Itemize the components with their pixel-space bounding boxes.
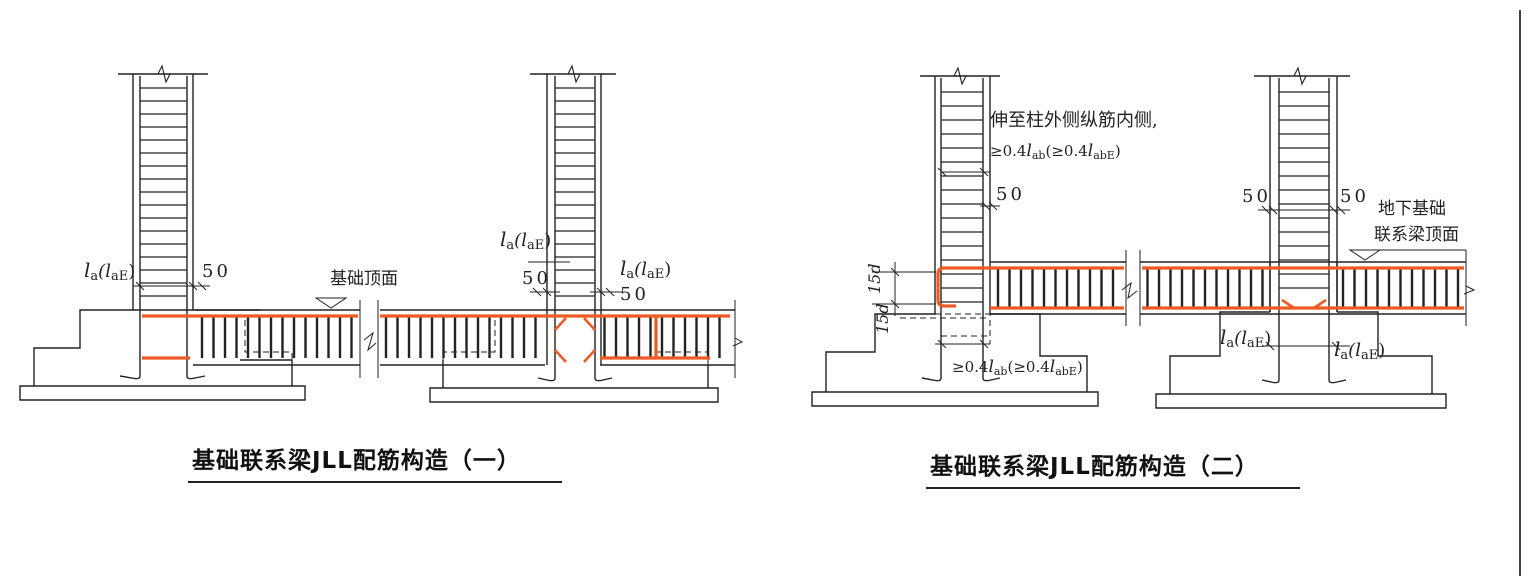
beam-right-stirrups <box>996 268 1460 308</box>
note-extend-line1: 伸至柱外侧纵筋内侧, <box>990 110 1158 131</box>
rebar-left <box>142 314 730 363</box>
column-r1 <box>920 66 1001 382</box>
column-left-ties <box>140 87 187 297</box>
label-la-mid-right: la(laE) <box>620 256 671 282</box>
dashed-r2 <box>1269 262 1338 312</box>
beam-right <box>990 250 1476 326</box>
label-15d-top: 15d <box>865 263 884 294</box>
rebar-right <box>936 266 1464 310</box>
footing-r1-outline <box>811 391 1099 407</box>
foundation-top-marker <box>314 297 348 309</box>
label-la-r2-left: la(laE) <box>1220 325 1271 351</box>
label-50-r2-right: 50 <box>1340 186 1369 207</box>
label-la-r2-right: la(laE) <box>1334 337 1385 363</box>
footing-r1-step <box>825 313 1088 392</box>
footing-left-step <box>33 309 140 386</box>
label-50-r2-left: 50 <box>1242 186 1271 207</box>
beam-left-end-break <box>732 300 744 378</box>
label-50-left: 50 <box>202 261 231 282</box>
footing-left-outline <box>19 385 306 401</box>
footing-dashed-1 <box>244 320 293 360</box>
dashed-r1-bottom <box>900 313 990 319</box>
label-foundation-top: 基础顶面 <box>330 269 398 289</box>
column-mid <box>530 64 616 382</box>
note-bottom-anchor: ≥0.4lab(≥0.4labE) <box>952 357 1083 378</box>
label-la-left: la(laE) <box>84 258 135 284</box>
label-50-r1: 50 <box>996 184 1025 205</box>
beam-left-stirrups <box>200 316 721 358</box>
diagram-right <box>811 66 1476 409</box>
column-left <box>118 64 208 380</box>
caption-right: 基础联系梁JLL配筋构造（二） <box>930 453 1259 480</box>
note-extend-line2: ≥0.4lab(≥0.4labE) <box>990 141 1121 162</box>
label-beam-top-2: 联系梁顶面 <box>1374 225 1459 245</box>
column-mid-ties <box>555 87 595 297</box>
footing-r2-step <box>1169 311 1433 394</box>
footing-dashed-2 <box>442 320 496 360</box>
beam-top-marker <box>1348 249 1382 261</box>
footing-left-step-right <box>195 309 293 386</box>
diagram-left <box>19 64 744 403</box>
footing-mid-outline <box>429 387 719 403</box>
label-la-mid-top: la(laE) <box>500 227 551 253</box>
label-beam-top-1: 地下基础 <box>1378 199 1446 219</box>
footing-r2-outline <box>1155 393 1447 409</box>
caption-left: 基础联系梁JLL配筋构造（一） <box>192 447 521 474</box>
column-r2-ties <box>1279 91 1329 289</box>
label-15d-bottom: 15d <box>873 303 892 334</box>
dashed-r1-vertical <box>941 300 991 344</box>
beam-left <box>140 300 735 378</box>
label-50-mid-top: 50 <box>522 268 551 289</box>
column-r1-ties <box>941 91 983 303</box>
label-50-mid-right: 50 <box>620 284 649 305</box>
footing-mid-step <box>442 360 709 388</box>
